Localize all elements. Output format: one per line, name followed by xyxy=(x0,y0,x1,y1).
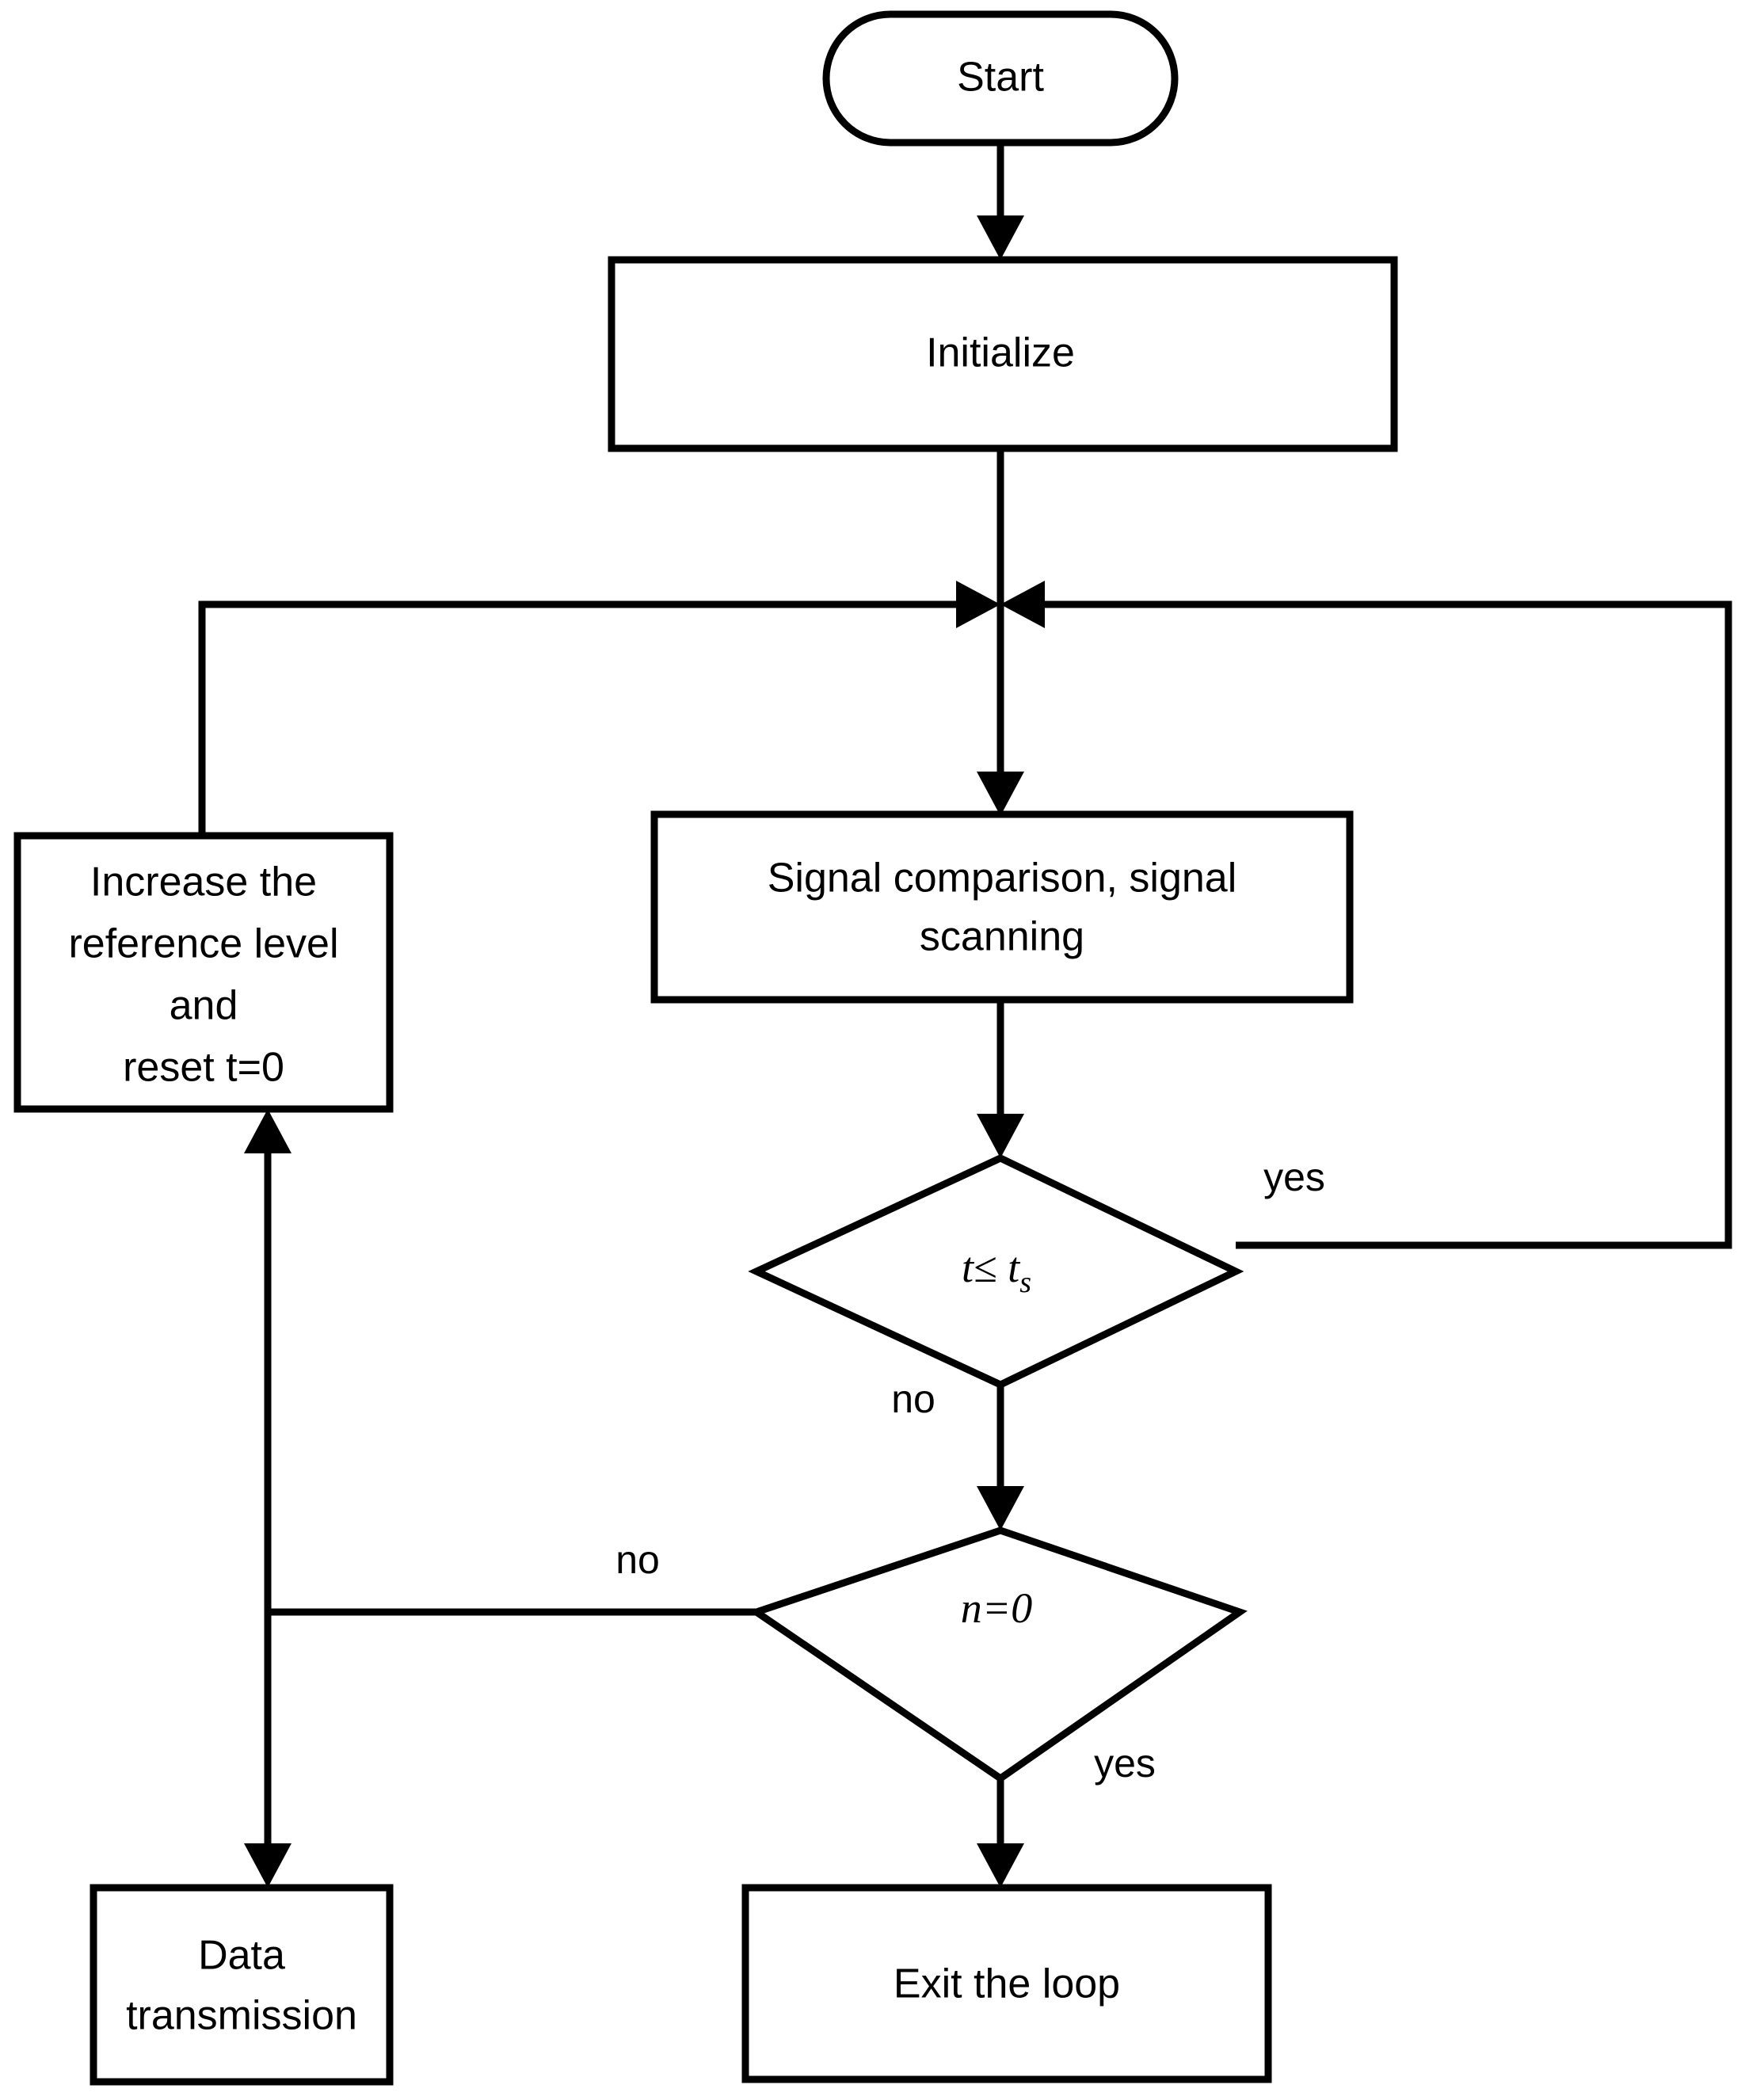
decision-n-var: n xyxy=(961,1584,982,1632)
node-signal-comparison-line-2: scanning xyxy=(920,914,1084,960)
node-exit-loop[interactable]: Exit the loop xyxy=(741,1884,1272,2083)
node-signal-comparison-line-1: Signal comparison, signal xyxy=(768,856,1237,901)
node-decision-n[interactable]: n=0 xyxy=(748,1526,1248,1783)
edge-start-to-initialize xyxy=(977,143,1024,260)
edge-increase-ref-branch-to-data-transmission xyxy=(244,1612,292,1888)
edge-merge-to-signal-comparison xyxy=(977,604,1024,816)
edge-label-decision-n-yes: yes xyxy=(1094,1741,1156,1786)
edge-signal-comparison-to-decision-time xyxy=(977,1000,1024,1158)
node-initialize-label: Initialize xyxy=(926,330,1075,376)
node-initialize[interactable]: Initialize xyxy=(608,256,1398,452)
decision-time-var: t xyxy=(962,1244,975,1291)
node-exit-loop-label: Exit the loop xyxy=(894,1961,1120,2007)
edge-label-decision-time-yes: yes xyxy=(1263,1155,1325,1199)
node-start-label: Start xyxy=(957,55,1044,101)
node-decision-time-label: t≤ ts xyxy=(962,1244,1031,1298)
node-data-transmission-line-1: Data xyxy=(198,1933,285,1979)
decision-time-operator: ≤ xyxy=(974,1244,997,1291)
decision-time-rhs-base: t xyxy=(997,1244,1022,1291)
node-decision-n-label: n=0 xyxy=(961,1584,1032,1632)
edge-decision-n-yes-to-exit-loop xyxy=(977,1778,1024,1888)
edge-decision-time-no-to-decision-n xyxy=(977,1385,1024,1530)
edge-increase-ref-to-merge xyxy=(198,581,1000,836)
node-increase-reference-level-line-3: and xyxy=(170,983,238,1029)
edge-decision-time-yes-to-merge xyxy=(1000,581,1732,1249)
edge-label-decision-time-no: no xyxy=(891,1377,935,1421)
node-decision-time[interactable]: t≤ ts xyxy=(748,1154,1244,1389)
node-start[interactable]: Start xyxy=(822,10,1179,147)
node-signal-comparison[interactable]: Signal comparison, signal scanning xyxy=(650,810,1354,1004)
node-increase-reference-level-line-2: reference level xyxy=(68,921,338,967)
edge-label-decision-n-no: no xyxy=(615,1538,660,1582)
node-data-transmission[interactable]: Data transmission xyxy=(90,1884,394,2086)
edge-decision-n-no-to-increase-ref xyxy=(244,1109,756,1616)
decision-time-rhs-subscript: s xyxy=(1019,1266,1031,1299)
node-increase-reference-level-line-1: Increase the xyxy=(90,859,317,905)
decision-n-rest: =0 xyxy=(982,1584,1032,1632)
node-increase-reference-level[interactable]: Increase the reference level and reset t… xyxy=(13,832,394,1113)
node-increase-reference-level-line-4: reset t=0 xyxy=(123,1045,284,1091)
node-data-transmission-line-2: transmission xyxy=(126,1993,357,2039)
